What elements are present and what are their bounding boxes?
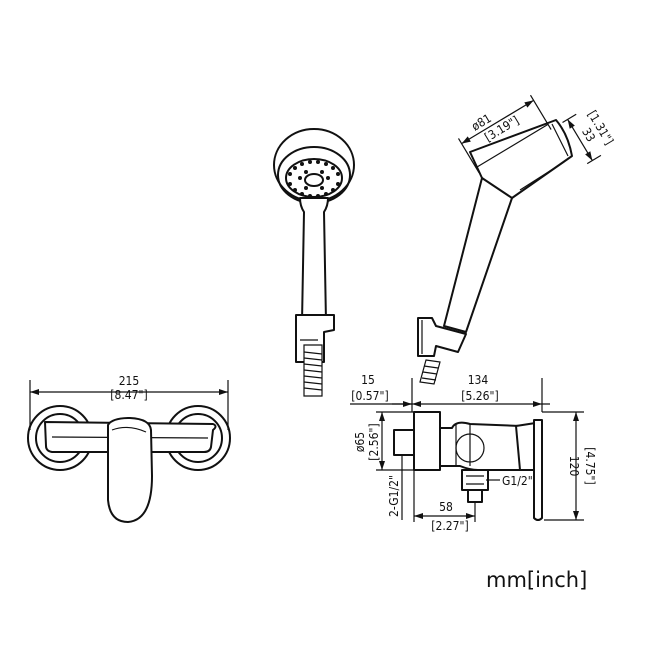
width-overall-inch: [8.47"] xyxy=(110,388,147,402)
flange-diameter-inch: [2.56"] xyxy=(367,423,381,460)
handshower-front-view xyxy=(273,128,355,397)
outlet-offset-inch: [2.27"] xyxy=(431,519,468,533)
outlet-thread-label: G1/2" xyxy=(502,474,533,488)
body-length-inch: [5.26"] xyxy=(461,389,498,403)
width-overall-value: 215 xyxy=(119,374,140,388)
handshower-side-view: ø81 [3.19"] 33 [1.31"] xyxy=(417,94,616,385)
mixer-side-view: 15 [0.57"] 134 [5.26"] ø65 [2.56"] 2-G1/… xyxy=(350,373,597,533)
head-depth-value: 33 xyxy=(579,125,598,144)
height-value: 120 xyxy=(567,456,581,477)
wall-offset-value: 15 xyxy=(361,373,375,387)
mixer-front-view: 215 [8.47"] xyxy=(27,374,231,523)
wall-offset-inch: [0.57"] xyxy=(351,389,388,403)
outlet-offset-value: 58 xyxy=(439,500,453,514)
units-label: mm[inch] xyxy=(486,568,588,592)
body-length-value: 134 xyxy=(468,373,489,387)
flange-diameter-value: ø65 xyxy=(353,432,367,452)
inlet-thread-label: 2-G1/2" xyxy=(387,475,401,517)
height-inch: [4.75"] xyxy=(583,447,597,484)
